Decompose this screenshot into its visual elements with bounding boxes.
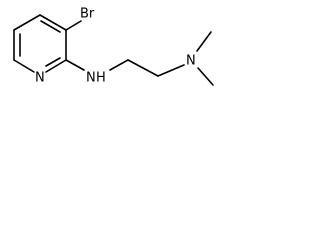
bond-c4-c3: [39, 14, 67, 31]
bond-c3-br: [65, 20, 82, 31]
bond-c5-c4: [13, 14, 41, 31]
bond-nh-ch2: [109, 59, 129, 71]
bond-ch2-ch2: [127, 59, 159, 77]
aromatic-inner-bond-c4-c3: [40, 20, 61, 33]
molecule-structure-diagram: Br N N H N: [13, 7, 214, 86]
ring-nitrogen-label: N: [35, 71, 45, 86]
aromatic-inner-bond-c2-n1: [45, 57, 61, 67]
amine-nitrogen-label: N: [86, 71, 96, 86]
bond-c2-n1: [45, 59, 67, 73]
dimethylamino-nitrogen-label: N: [186, 54, 196, 69]
bond-n1-c6: [13, 59, 35, 73]
bond-c2-nh: [65, 59, 85, 71]
pyridine-ring: [13, 14, 67, 73]
bond-ch2-nme2: [157, 64, 185, 77]
amine-hydrogen-label: H: [96, 71, 106, 86]
bond-n-methyl-top: [196, 31, 212, 52]
bromine-label: Br: [80, 7, 95, 22]
bond-n-methyl-bottom: [197, 67, 214, 86]
